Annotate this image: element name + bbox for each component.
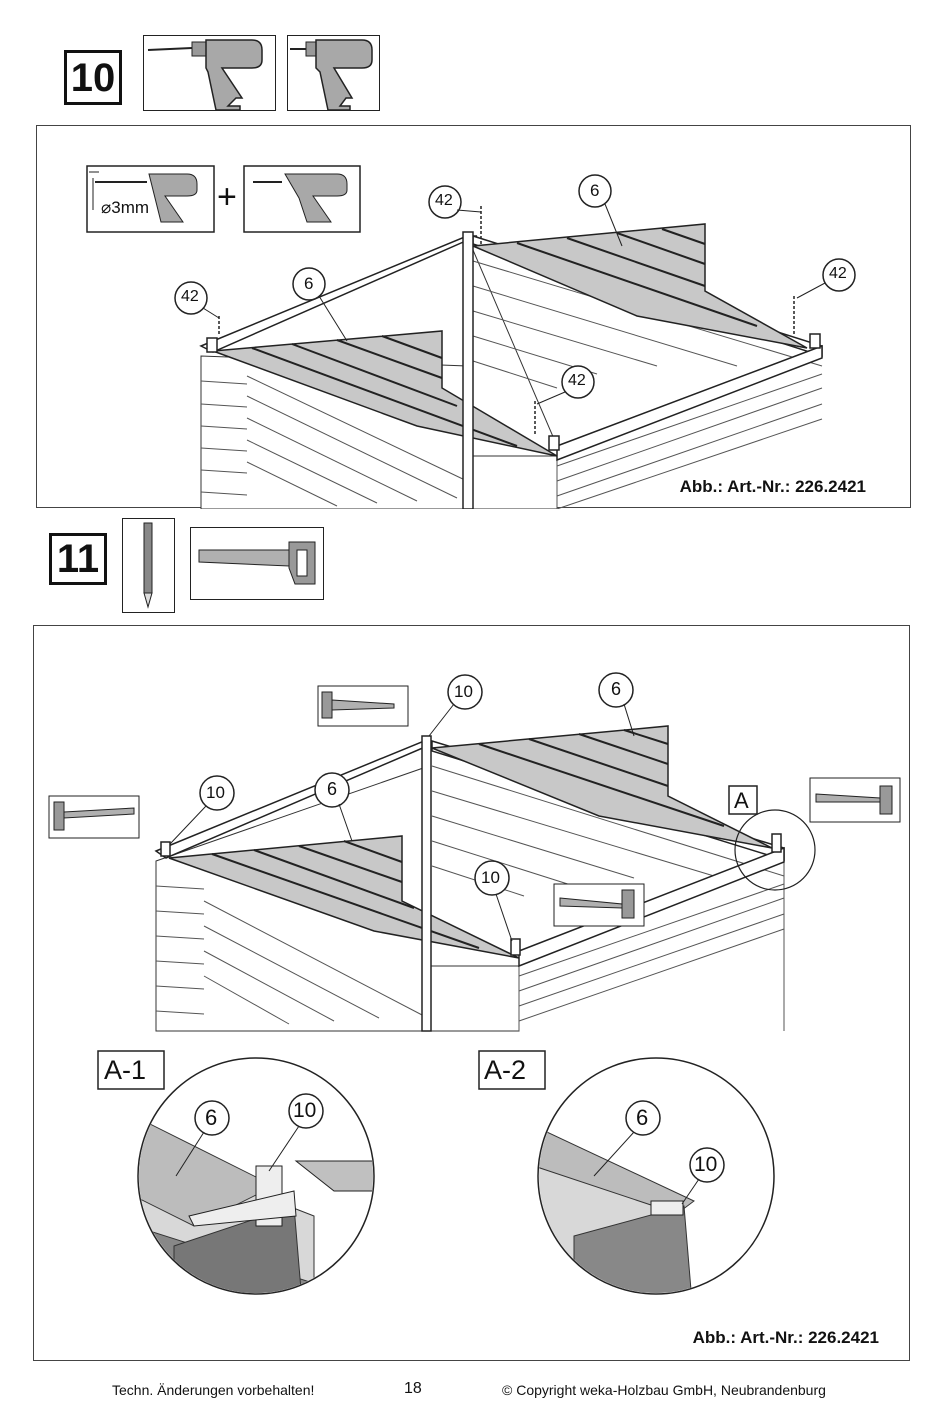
detail-marker-a: A <box>734 788 749 813</box>
footer-copyright: © Copyright weka-Holzbau GmbH, Neubrande… <box>502 1382 826 1398</box>
tool-box-screwdriver <box>287 35 380 111</box>
callout-label-6-left: 6 <box>327 779 338 799</box>
roof-assembly-drawing <box>86 165 856 509</box>
step-number-10: 10 <box>64 50 122 105</box>
callout-label-10-corner: 10 <box>481 868 500 887</box>
callout-42-left <box>174 281 208 315</box>
screwdriver-drill-icon <box>290 39 373 111</box>
drill-size-label: ⌀3mm <box>101 198 150 217</box>
figure-caption-11: Abb.: Art.-Nr.: 226.2421 <box>692 1328 879 1347</box>
callout-label-6-top: 6 <box>590 181 600 200</box>
footer-disclaimer: Techn. Änderungen vorbehalten! <box>112 1382 315 1398</box>
callout-label-10-a2: 10 <box>694 1153 718 1176</box>
callout-6-left <box>292 267 326 301</box>
detail-label-a1: A-1 <box>104 1055 147 1085</box>
figure-caption-10: Abb.: Art.-Nr.: 226.2421 <box>679 477 866 496</box>
callout-42-right <box>822 258 856 292</box>
handsaw-icon <box>198 541 316 585</box>
tool-box-drill <box>143 35 276 111</box>
callout-label-6-left: 6 <box>304 274 314 293</box>
step-number-11: 11 <box>49 533 107 585</box>
detail-label-a2: A-2 <box>484 1055 527 1085</box>
page-number: 18 <box>404 1380 422 1397</box>
tool-box-saw <box>190 527 324 600</box>
tool-box-pencil <box>122 518 175 613</box>
step-11-illustration-panel: 10 6 10 6 10 A A-1 6 10 A-2 6 10 Abb.: A… <box>33 625 910 1361</box>
callout-label-10-a1: 10 <box>293 1099 317 1122</box>
post-cutting-drawing <box>48 672 901 1295</box>
callout-42-center <box>561 365 595 399</box>
saw-hint-boxes <box>48 685 901 927</box>
callout-label-6-top: 6 <box>611 679 622 699</box>
plus-sign: + <box>217 178 237 216</box>
callout-label-42-top: 42 <box>435 192 453 209</box>
pencil-icon <box>143 522 153 609</box>
step-10-illustration-panel: ⌀3mm + 42 6 42 6 42 42 Abb.: Art.-Nr.: 2… <box>36 125 911 509</box>
callout-label-42-right: 42 <box>829 265 847 282</box>
callout-label-6-a1: 6 <box>205 1105 218 1130</box>
callout-label-42-left: 42 <box>181 288 199 305</box>
callout-42-top <box>428 185 462 219</box>
callout-6-top <box>578 174 612 208</box>
callout-label-10-center-post: 10 <box>454 682 473 701</box>
callout-label-42-center: 42 <box>568 372 586 389</box>
callout-label-6-a2: 6 <box>636 1105 649 1130</box>
drill-icon <box>147 39 263 111</box>
callout-label-10-left: 10 <box>206 783 225 802</box>
